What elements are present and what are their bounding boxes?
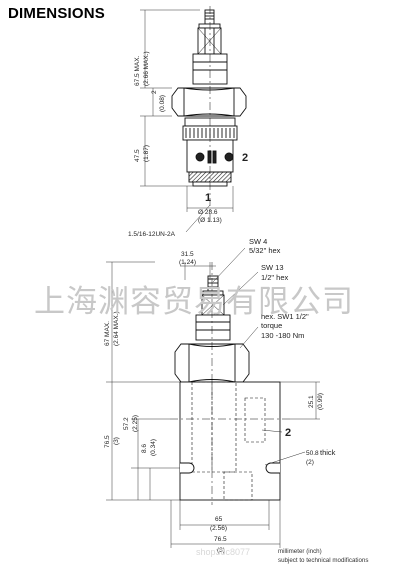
height-max-label-bottom: 67 MAX. xyxy=(104,321,111,346)
page-title: DIMENSIONS xyxy=(8,5,106,22)
height-max-inch-label: (2.66 MAX.) xyxy=(143,51,150,86)
width-outer-inch-label: (3) xyxy=(217,547,225,554)
sw13-hex-label: 1/2" hex xyxy=(261,273,289,282)
port-label-1-top: 1 xyxy=(205,192,211,204)
thickness-word-label: thick xyxy=(320,448,336,457)
shop-watermark: shop38c8077 xyxy=(196,547,251,557)
body-height-inch-label: (3) xyxy=(113,437,120,445)
top-labels: 67.5 MAX. (2.66 MAX.) 2 (0.08) 47.5 (1.8… xyxy=(128,51,248,238)
port-hole xyxy=(195,152,205,162)
torque-label: torque xyxy=(261,321,282,330)
top-dim-lines xyxy=(140,9,234,233)
manifold-block xyxy=(179,381,281,501)
width-outer-label: 76.5 xyxy=(214,536,227,543)
gap-label: 2 xyxy=(151,90,158,94)
height-max-inch-label-bottom: (2.64 MAX.) xyxy=(113,311,120,346)
bottom-labels: 31.5 (1.24) SW 4 5/32" hex SW 13 1/2" he… xyxy=(104,237,336,554)
diameter-label: Ø 28.6 xyxy=(198,209,218,216)
torque-value-label: 130 -180 Nm xyxy=(261,331,304,340)
body-height-label: 76.5 xyxy=(104,435,111,448)
port-label-2-bottom: 2 xyxy=(285,427,291,439)
port-offset-inch-label: (0.99) xyxy=(317,393,324,410)
port-label-2-top: 2 xyxy=(242,152,248,164)
top-offset-label: 31.5 xyxy=(181,251,194,258)
bottom-dim-lines xyxy=(106,247,320,548)
mid-height-label: 57.2 xyxy=(123,417,130,430)
width-inner-label: 65 xyxy=(215,516,223,523)
adjust-body xyxy=(195,314,231,341)
mount-slot xyxy=(180,462,195,474)
thread-len-inch-label: (1.87) xyxy=(143,145,150,162)
sw13-label: SW 13 xyxy=(261,263,284,272)
top-valve xyxy=(171,6,247,225)
mid-height-inch-label: (2.25) xyxy=(132,415,139,432)
company-watermark: 上海渊容贸易有限公司 xyxy=(34,284,354,320)
diameter-inch-label: (Ø 1.13) xyxy=(198,217,222,224)
low-height-inch-label: (0.34) xyxy=(150,439,157,456)
height-max-label: 67.5 MAX. xyxy=(134,55,141,86)
adjust-screw-tip xyxy=(204,9,215,25)
thread-spec-label: 1.5/16-12UN-2A xyxy=(128,231,176,238)
top-offset-inch-label: (1.24) xyxy=(179,259,196,266)
sw4-label: SW 4 xyxy=(249,237,267,246)
hex-sw-label: hex. SW1 1/2" xyxy=(261,312,309,321)
main-hex xyxy=(171,87,247,117)
sw4-hex-label: 5/32" hex xyxy=(249,246,281,255)
bottom-assembly xyxy=(170,262,290,505)
thickness-value-label: 50.8 xyxy=(306,450,319,457)
thickness-inch-label: (2) xyxy=(306,459,314,466)
low-height-label: 8.6 xyxy=(141,444,148,453)
width-inner-inch-label: (2.56) xyxy=(210,525,227,532)
gap-inch-label: (0.08) xyxy=(159,95,166,112)
port-offset-label: 25.1 xyxy=(308,395,315,408)
thread-len-label: 47.5 xyxy=(134,149,141,162)
units-note: millimeter (inch) xyxy=(278,548,322,555)
mount-slot xyxy=(265,462,280,474)
modifications-note: subject to technical modifications xyxy=(278,557,369,564)
